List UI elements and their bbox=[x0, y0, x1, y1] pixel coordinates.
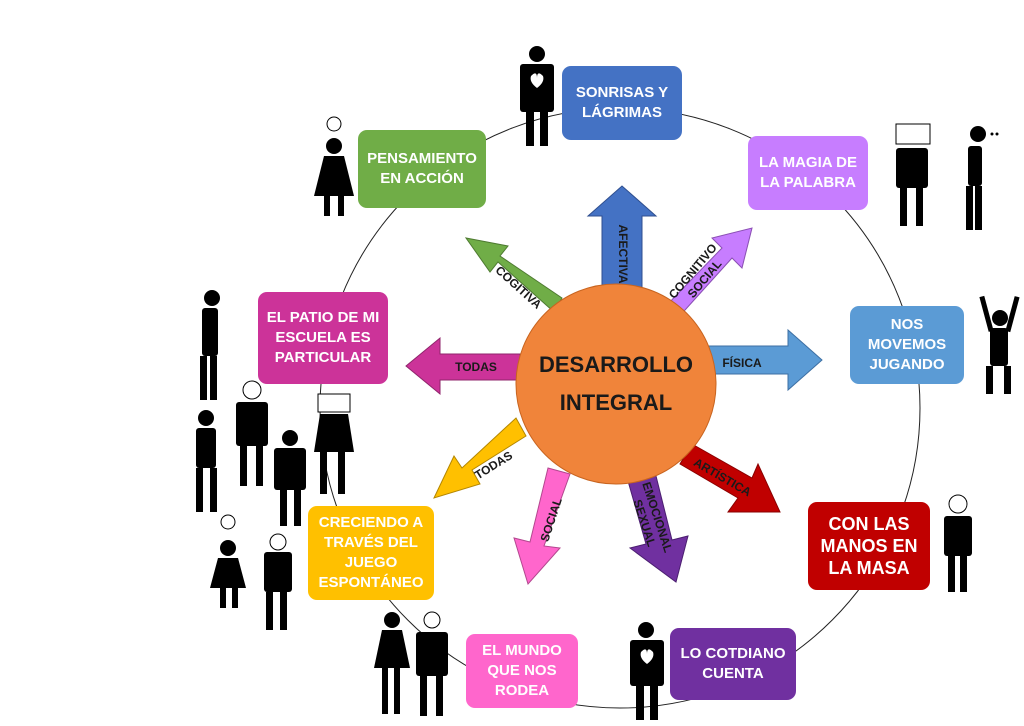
box-con-las-manos-en-la-masa: CON LAS MANOS EN LA MASA bbox=[808, 502, 930, 590]
box-label: CRECIENDO A TRAVÉS DEL JUEGO ESPONTÁNEO bbox=[318, 514, 424, 591]
box-el-patio-de-mi-escuela-es-particular: EL PATIO DE MI ESCUELA ES PARTICULAR bbox=[258, 292, 388, 384]
figure-heart-top bbox=[520, 46, 554, 146]
arrow-label-afectiva: AFECTIVA bbox=[616, 224, 630, 283]
box-label: SONRISAS Y LÁGRIMAS bbox=[575, 84, 669, 121]
figure-talking-right bbox=[966, 126, 999, 230]
figure-lightbulb-top bbox=[314, 116, 354, 216]
box-label: LO COTDIANO CUENTA bbox=[680, 645, 786, 682]
box-label: PENSAMIENTO EN ACCIÓN bbox=[367, 150, 477, 187]
arrow-cogitiva: COGITIVA bbox=[464, 237, 563, 313]
arrow-fisica: FÍSICA bbox=[699, 328, 823, 392]
box-lo-cotdiano-cuenta: LO COTDIANO CUENTA bbox=[670, 628, 796, 700]
box-label: EL MUNDO QUE NOS RODEA bbox=[482, 642, 562, 699]
box-pensamiento-en-accion: PENSAMIENTO EN ACCIÓN bbox=[358, 130, 486, 208]
figure-book-head bbox=[895, 123, 931, 226]
box-sonrisas-y-lagrimas: SONRISAS Y LÁGRIMAS bbox=[562, 66, 682, 140]
box-nos-movemos-jugando: NOS MOVEMOS JUGANDO bbox=[850, 306, 964, 384]
arrow-emocional-sexual: EMOCIONAL SEXUAL bbox=[625, 467, 689, 583]
box-label: NOS MOVEMOS JUGANDO bbox=[867, 316, 947, 373]
arrow-todas-upper: TODAS bbox=[405, 336, 521, 396]
figure-arms-up-right bbox=[979, 295, 1020, 394]
center-circle bbox=[515, 283, 717, 485]
arrow-todas-lower: TODAS bbox=[433, 417, 527, 499]
box-creciendo-a-traves-del-juego-espontaneo: CRECIENDO A TRAVÉS DEL JUEGO ESPONTÁNEO bbox=[308, 506, 434, 600]
figure-heart-bottom bbox=[630, 622, 664, 720]
box-label: LA MAGIA DE LA PALABRA bbox=[758, 154, 858, 191]
figure-group-left bbox=[196, 290, 354, 630]
arrow-label-todas-upper: TODAS bbox=[455, 360, 497, 374]
box-la-magia-de-la-palabra: LA MAGIA DE LA PALABRA bbox=[748, 136, 868, 210]
figure-pair-bottom bbox=[374, 611, 448, 716]
arrow-label-fisica: FÍSICA bbox=[722, 355, 762, 370]
arrow-afectiva: AFECTIVA bbox=[586, 185, 658, 303]
box-label: EL PATIO DE MI ESCUELA ES PARTICULAR bbox=[266, 309, 380, 366]
arrow-social: SOCIAL bbox=[513, 467, 571, 585]
box-el-mundo-que-nos-rodea: EL MUNDO QUE NOS RODEA bbox=[466, 634, 578, 708]
arrow-artistica: ARTÍSTICA bbox=[679, 443, 781, 513]
figure-paint-right bbox=[944, 494, 972, 592]
box-label: CON LAS MANOS EN LA MASA bbox=[820, 514, 918, 578]
